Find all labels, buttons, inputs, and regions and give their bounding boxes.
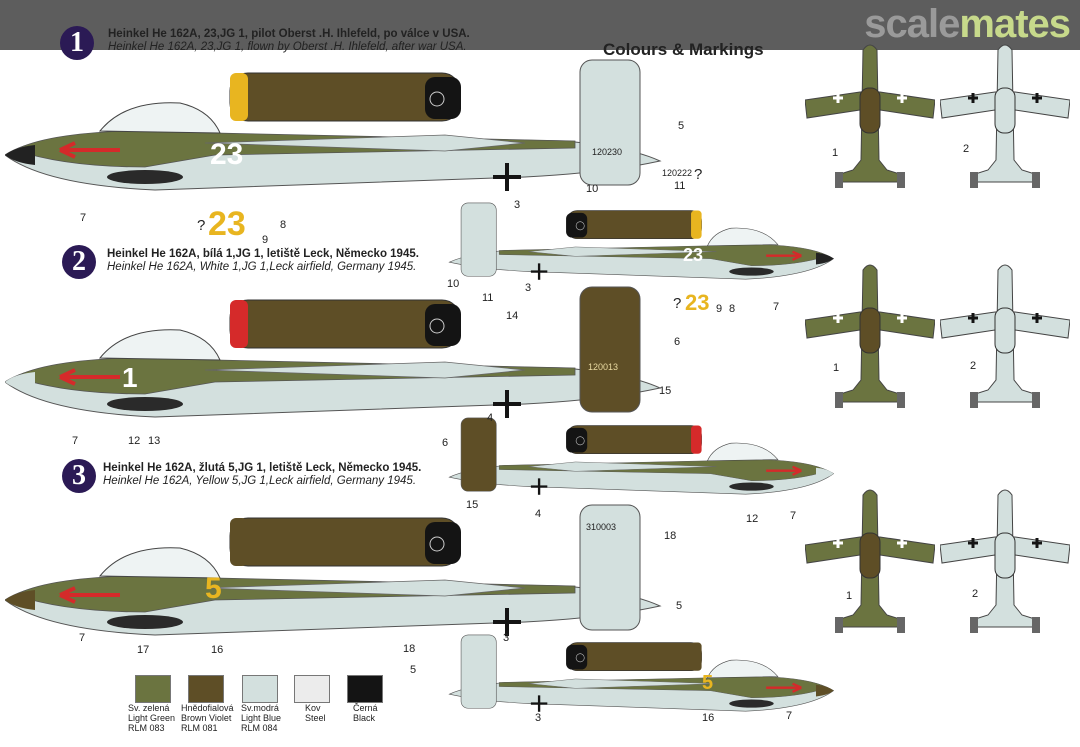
scalemates-logo: scalemates (864, 2, 1071, 46)
callout-14: 14 (506, 310, 519, 322)
callout-7: 7 (786, 710, 793, 722)
callout-10: 10 (586, 183, 599, 195)
swatch-light-blue (242, 675, 278, 703)
swatch-black (347, 675, 383, 703)
serial-120230: 120230 (592, 147, 623, 157)
scheme-2-caption: Heinkel He 162A, bílá 1,JG 1, letiště Le… (107, 248, 419, 273)
scheme-3-badge: 3 (62, 459, 96, 493)
question-mark: ? (197, 217, 206, 234)
callout-3: 3 (503, 632, 510, 644)
callout-10: 10 (447, 278, 460, 290)
page-title: Colours & Markings (603, 40, 764, 59)
callout-11: 11 (674, 180, 686, 192)
code-23-small: 23 (683, 245, 704, 265)
callout-3: 3 (525, 282, 532, 294)
callout-5: 5 (678, 120, 685, 132)
callout-13: 13 (148, 435, 161, 447)
callout-2: 2 (972, 588, 979, 600)
callout-7: 7 (72, 435, 79, 447)
callout-4: 4 (487, 412, 494, 424)
scheme-1-caption: Heinkel He 162A, 23,JG 1, pilot Oberst .… (108, 28, 470, 53)
callout-7: 7 (80, 212, 87, 224)
callout-7: 7 (79, 632, 86, 644)
callout-2: 2 (963, 143, 970, 155)
callout-2: 2 (970, 360, 977, 372)
callout-15: 15 (466, 499, 479, 511)
callout-7: 7 (773, 301, 780, 313)
callout-4: 4 (535, 508, 542, 520)
callout-16: 16 (211, 644, 224, 656)
callout-18: 18 (664, 530, 677, 542)
code-23-yellow: 23 (208, 205, 246, 243)
callout-3: 3 (514, 199, 521, 211)
code-23-yellow-small: 23 (685, 290, 710, 315)
question-mark: ? (673, 295, 682, 312)
callout-8: 8 (280, 219, 287, 231)
callout-9: 9 (262, 234, 269, 246)
scheme-3-caption: Heinkel He 162A, žlutá 5,JG 1, letiště L… (103, 462, 422, 487)
callout-5: 5 (676, 600, 683, 612)
callout-1: 1 (833, 362, 840, 374)
callout-12: 12 (746, 513, 759, 525)
callout-1: 1 (832, 147, 839, 159)
callout-1: 1 (846, 590, 853, 602)
swatch-light-green (135, 675, 171, 703)
serial-120222: 120222 (662, 168, 693, 178)
question-mark: ? (694, 166, 703, 183)
callout-6: 6 (674, 336, 681, 348)
scheme-1-badge: 1 (60, 26, 94, 60)
code-5-yellow-small: 5 (702, 672, 714, 694)
scheme-2-badge: 2 (62, 245, 96, 279)
callout-9: 9 (716, 303, 723, 315)
swatch-steel (294, 675, 330, 703)
swatch-brown-violet (188, 675, 224, 703)
callout-16: 16 (702, 712, 715, 724)
callout-8: 8 (729, 303, 736, 315)
code-5-yellow: 5 (205, 572, 222, 605)
watermark-bar: scalemates (0, 0, 1080, 50)
callout-7: 7 (790, 510, 797, 522)
callout-11: 11 (482, 292, 494, 304)
callout-5: 5 (410, 664, 417, 676)
callout-18: 18 (403, 643, 416, 655)
callout-6: 6 (442, 437, 449, 449)
serial-310003: 310003 (586, 522, 617, 532)
callout-17: 17 (137, 644, 150, 656)
code-1-white: 1 (122, 362, 138, 393)
code-23: 23 (210, 138, 244, 171)
callout-12: 12 (128, 435, 141, 447)
callout-15: 15 (659, 385, 672, 397)
callout-3: 3 (535, 712, 542, 724)
serial-120013: 120013 (588, 362, 619, 372)
